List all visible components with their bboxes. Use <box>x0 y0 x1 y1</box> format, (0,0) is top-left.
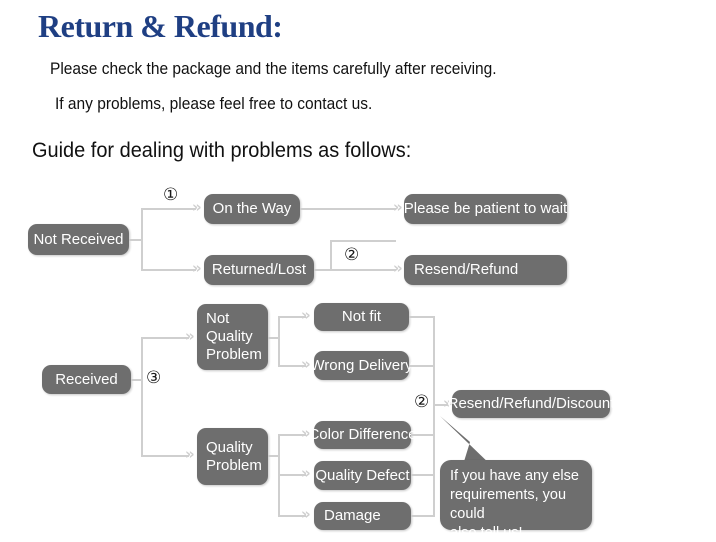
callout-line-3: also tell us! <box>450 524 523 541</box>
node-color-difference: Color Difference <box>308 421 417 449</box>
marker-two-bottom: ② <box>414 392 430 412</box>
callout-tail-icon <box>440 416 494 468</box>
merge-bus-to-output <box>433 404 448 406</box>
connector-top-two-stub <box>330 240 332 270</box>
connector-to-returned-lost <box>141 269 196 271</box>
connector-qp-trunk <box>268 455 280 457</box>
nqp-line-1: Not <box>206 310 230 328</box>
guide-heading: Guide for dealing with problems as follo… <box>32 139 412 162</box>
connector-nqp-trunk <box>268 337 280 339</box>
merge-from-color-difference <box>411 434 435 436</box>
connector-to-quality-defect <box>278 474 306 476</box>
connector-nqp-vertical <box>278 316 280 366</box>
connector-not-received-trunk <box>129 239 143 241</box>
merge-bus-vertical <box>433 316 435 516</box>
connector-to-color-difference <box>278 434 306 436</box>
connector-on-the-way-to-wait <box>300 208 396 210</box>
connector-to-quality-problem <box>141 455 189 457</box>
connector-received-trunk <box>131 379 143 381</box>
qp-line-2: Problem <box>206 456 262 474</box>
node-returned-lost: Returned/Lost <box>204 255 314 285</box>
qp-line-1: Quality <box>206 438 253 456</box>
node-quality-problem: Quality Problem <box>197 428 268 485</box>
nqp-line-2: Quality <box>206 328 253 346</box>
connector-to-on-the-way <box>141 208 196 210</box>
connector-to-wrong-delivery <box>278 365 306 367</box>
node-quality-defect: Quality Defect <box>314 461 411 490</box>
node-wrong-delivery: Wrong Delivery <box>310 351 413 380</box>
node-resend-refund-discount: Resend/Refund/Discount <box>448 390 614 418</box>
arrow-to-not-fit <box>301 309 314 322</box>
node-not-fit: Not fit <box>314 303 409 331</box>
nqp-line-3: Problem <box>206 345 262 363</box>
connector-to-not-fit <box>278 316 306 318</box>
callout-line-1: If you have any else <box>450 468 579 484</box>
connector-received-vertical <box>141 337 143 457</box>
node-please-be-patient-to-wait: Please be patient to wait <box>404 194 567 224</box>
callout-line-2: requirements, you could <box>450 486 567 522</box>
node-received: Received <box>42 365 131 394</box>
marker-three: ③ <box>146 368 162 388</box>
node-not-received: Not Received <box>28 224 129 255</box>
intro-line-1: Please check the package and the items c… <box>50 60 497 78</box>
node-damage: Damage <box>314 502 411 530</box>
merge-from-not-fit <box>409 316 435 318</box>
connector-returned-lost-to-resend <box>314 269 396 271</box>
node-resend-refund: Resend/Refund <box>404 255 567 285</box>
node-on-the-way: On the Way <box>204 194 300 224</box>
node-quality-problem-text: Quality Problem <box>206 439 262 474</box>
node-not-quality-problem: Not Quality Problem <box>197 304 268 370</box>
arrow-to-quality-defect <box>301 467 314 480</box>
node-not-quality-problem-text: Not Quality Problem <box>206 310 262 363</box>
marker-one: ① <box>163 185 179 205</box>
intro-line-2: If any problems, please feel free to con… <box>55 95 373 113</box>
merge-from-wrong-delivery <box>409 365 435 367</box>
merge-from-quality-defect <box>411 474 435 476</box>
marker-two-top: ② <box>344 245 360 265</box>
arrow-to-damage <box>301 508 314 521</box>
connector-to-not-quality-problem <box>141 337 189 339</box>
connector-not-received-vertical <box>141 208 143 270</box>
connector-to-damage <box>278 515 306 517</box>
merge-from-damage <box>411 515 435 517</box>
page-title: Return & Refund: <box>38 8 283 44</box>
callout-bubble: If you have any else requirements, you c… <box>440 460 592 541</box>
connector-top-two-stub-h <box>330 240 396 242</box>
